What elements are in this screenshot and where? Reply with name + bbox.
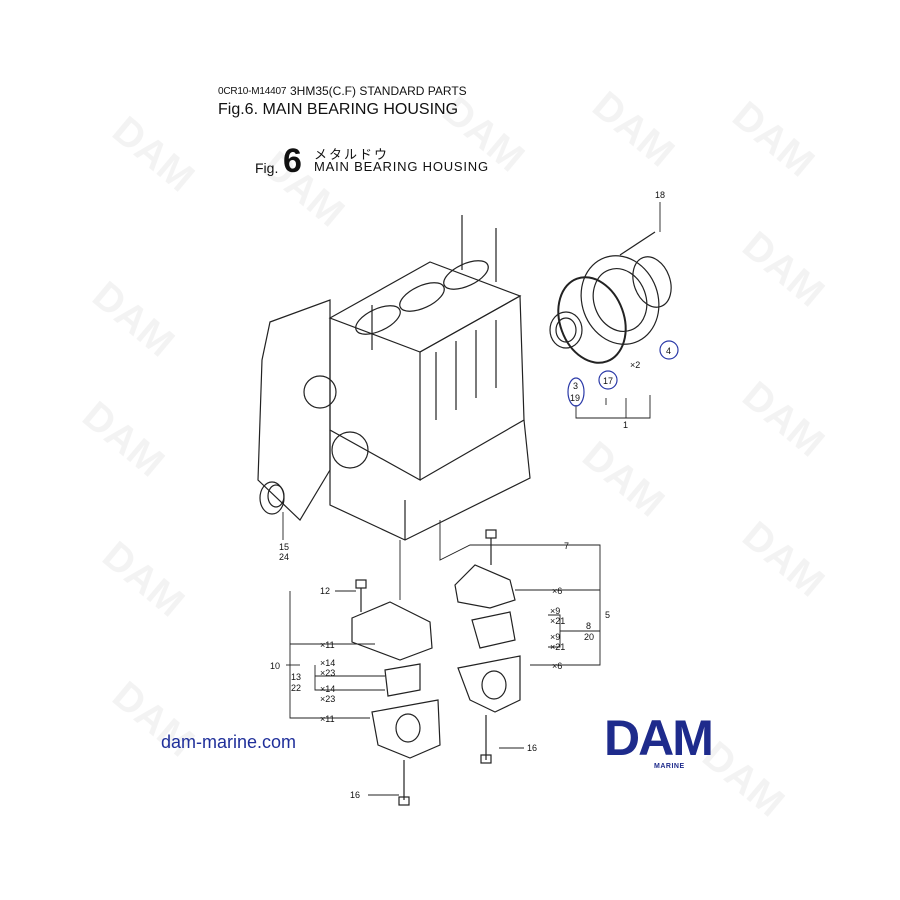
callout-20: 20 bbox=[584, 632, 594, 642]
callout-10: 10 bbox=[270, 661, 280, 671]
callout-x14-lower: ×14 bbox=[320, 684, 335, 694]
watermark: DAM bbox=[94, 533, 192, 625]
watermark: DAM bbox=[724, 93, 822, 185]
leader-lines bbox=[282, 202, 661, 796]
document-title: 3HM35(C.F) STANDARD PARTS bbox=[290, 84, 467, 98]
figure-title: Fig.6. MAIN BEARING HOUSING bbox=[218, 101, 459, 118]
callout-18: 18 bbox=[655, 190, 665, 200]
callout-17: 17 bbox=[603, 376, 613, 386]
bearing-cap-upper-right bbox=[454, 564, 521, 713]
callout-x2: ×2 bbox=[630, 360, 640, 370]
watermark: DAM bbox=[584, 83, 682, 175]
callout-x6-upper: ×6 bbox=[552, 586, 562, 596]
callout-x21-upper: ×21 bbox=[550, 616, 565, 626]
callout-3: 3 bbox=[573, 381, 578, 391]
callout-labels: 18 4 ×2 17 3 19 1 15 24 7 ×6 5 ×9 ×21 8 … bbox=[270, 190, 671, 800]
watermark: DAM bbox=[574, 433, 672, 525]
website-link[interactable]: dam-marine.com bbox=[161, 732, 297, 752]
document-code: 0CR10-M14407 bbox=[218, 86, 287, 97]
bearing-housing-assembly bbox=[549, 231, 672, 364]
watermark: DAM bbox=[104, 108, 202, 200]
watermark-layer: DAM DAM DAM DAM DAM DAM DAM DAM DAM DAM … bbox=[74, 83, 832, 825]
callout-x11-lower: ×11 bbox=[320, 714, 335, 724]
figure-label-japanese: メタルドウ bbox=[314, 147, 390, 162]
callout-1: 1 bbox=[623, 420, 628, 430]
callout-24: 24 bbox=[279, 552, 289, 562]
engine-block bbox=[257, 215, 531, 541]
callout-8: 8 bbox=[586, 621, 591, 631]
watermark: DAM bbox=[74, 393, 172, 485]
callout-22: 22 bbox=[291, 683, 301, 693]
callout-x23-lower: ×23 bbox=[320, 694, 335, 704]
callout-x9-upper: ×9 bbox=[550, 606, 560, 616]
callout-12: 12 bbox=[320, 586, 330, 596]
watermark: DAM bbox=[734, 373, 832, 465]
callout-x21-lower: ×21 bbox=[550, 642, 565, 652]
watermark: DAM bbox=[84, 273, 182, 365]
bolts bbox=[355, 529, 497, 806]
callout-13: 13 bbox=[291, 672, 301, 682]
callout-x23-upper: ×23 bbox=[320, 668, 335, 678]
oil-seal bbox=[259, 481, 285, 515]
figure-label-english: MAIN BEARING HOUSING bbox=[314, 159, 489, 174]
brand-logo-subtitle: MARINE bbox=[654, 763, 685, 770]
callout-7: 7 bbox=[564, 541, 569, 551]
callout-x14-upper: ×14 bbox=[320, 658, 335, 668]
callout-x9-lower: ×9 bbox=[550, 632, 560, 642]
brand-logo: DAM bbox=[604, 710, 714, 766]
bearing-cap-lower-left bbox=[351, 601, 441, 759]
watermark: DAM bbox=[254, 143, 352, 235]
callout-16-right: 16 bbox=[527, 743, 537, 753]
callout-19: 19 bbox=[570, 393, 580, 403]
watermark: DAM bbox=[434, 88, 532, 180]
callout-4: 4 bbox=[666, 346, 671, 356]
callout-16-bottom: 16 bbox=[350, 790, 360, 800]
callout-15: 15 bbox=[279, 542, 289, 552]
figure-label-number: 6 bbox=[283, 142, 302, 180]
callout-x11-upper: ×11 bbox=[320, 640, 335, 650]
callout-5: 5 bbox=[605, 610, 610, 620]
watermark: DAM bbox=[734, 513, 832, 605]
figure-label-prefix: Fig. bbox=[255, 160, 279, 176]
watermark: DAM bbox=[734, 223, 832, 315]
highlight-circles bbox=[567, 340, 679, 407]
callout-x6-lower: ×6 bbox=[552, 661, 562, 671]
